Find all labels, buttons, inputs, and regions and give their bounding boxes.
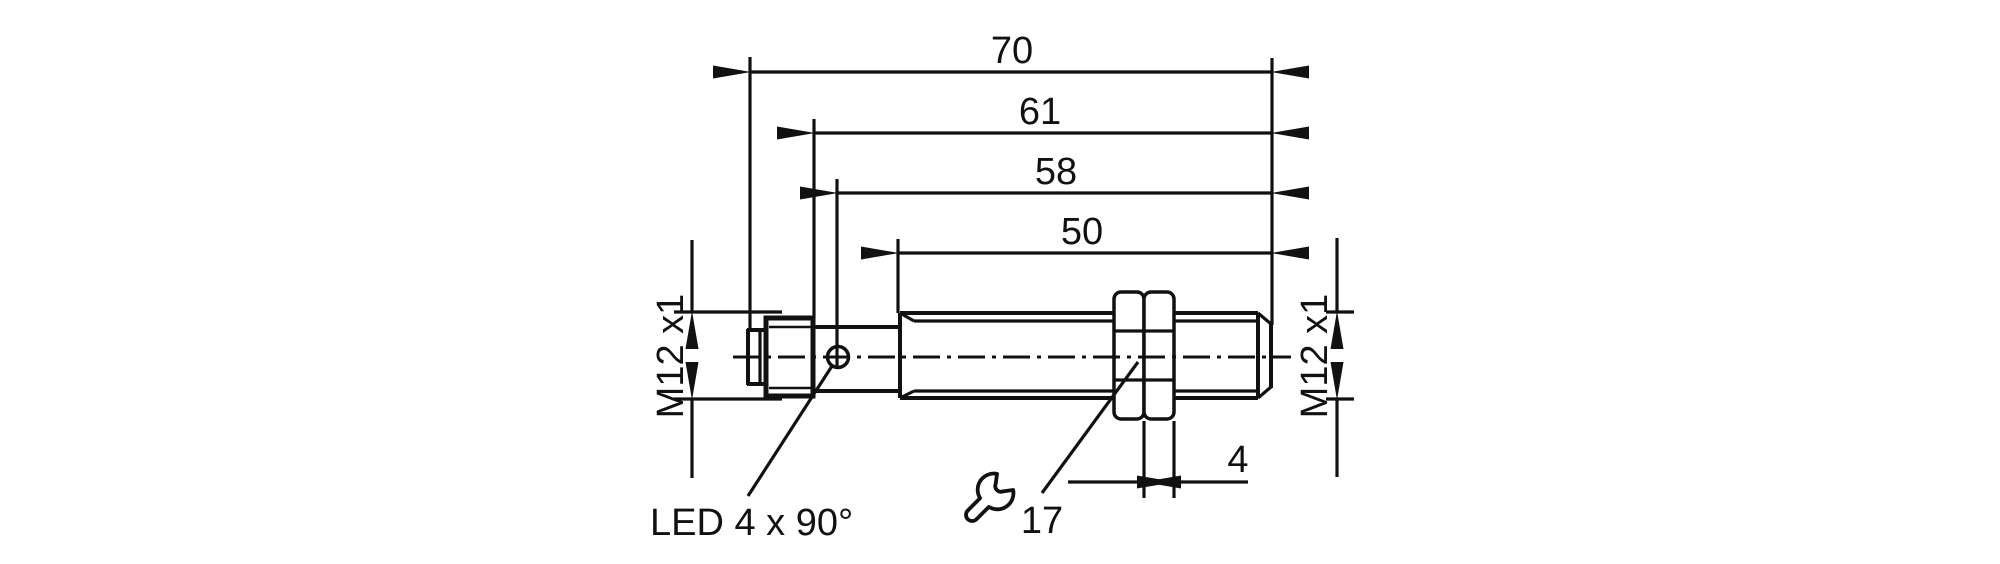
thread-callout-right: M12 x1 [1294, 238, 1354, 477]
dimension-50-label: 50 [1061, 211, 1103, 253]
wrench-leader-line [1040, 361, 1140, 494]
threaded-barrel [898, 311, 1273, 400]
sensor-body [733, 290, 1291, 421]
thread-label-right: M12 x1 [1294, 294, 1336, 419]
wrench-size-label: 17 [1021, 500, 1063, 542]
dimension-70-label: 70 [991, 30, 1033, 72]
led-housing-section [813, 325, 902, 393]
dimension-61: 61 [777, 91, 1309, 140]
thread-label-left: M12 x1 [650, 294, 692, 419]
dimension-70: 70 [713, 30, 1309, 79]
dimension-61-label: 61 [1019, 91, 1061, 133]
dimension-58-label: 58 [1035, 151, 1077, 193]
dimension-nut-width: 4 [1068, 421, 1249, 498]
wrench-icon [964, 471, 1016, 523]
led-annotation: LED 4 x 90° [650, 502, 853, 544]
nut-width-label: 4 [1227, 439, 1248, 481]
thread-callout-left: M12 x1 [650, 240, 782, 478]
dimension-50: 50 [861, 211, 1309, 260]
dimension-58: 58 [800, 151, 1309, 200]
led-leader-line [746, 365, 834, 497]
leader-lines [746, 361, 1140, 497]
